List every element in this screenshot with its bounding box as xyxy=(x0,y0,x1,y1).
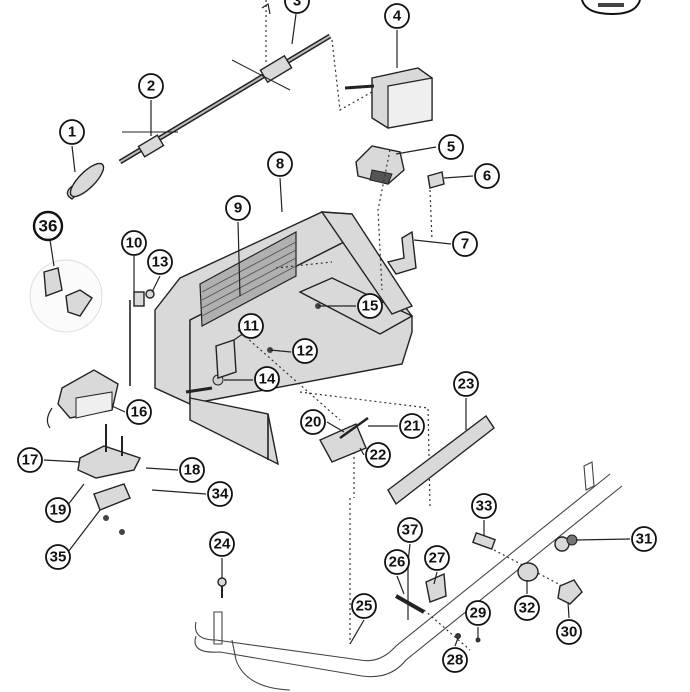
svg-text:27: 27 xyxy=(429,550,446,567)
svg-text:7: 7 xyxy=(461,236,469,253)
callout-23: 23 xyxy=(453,371,479,397)
part-2-3-control-shaft xyxy=(118,0,332,165)
callout-13: 13 xyxy=(147,249,173,275)
part-1-knob xyxy=(66,162,105,200)
svg-text:5: 5 xyxy=(447,139,455,156)
svg-text:35: 35 xyxy=(50,549,67,566)
svg-text:10: 10 xyxy=(126,235,143,252)
svg-text:6: 6 xyxy=(483,168,491,185)
svg-text:29: 29 xyxy=(470,605,487,622)
callout-27: 27 xyxy=(424,545,450,571)
callout-25: 25 xyxy=(351,593,377,619)
callout-32: 32 xyxy=(514,595,540,621)
svg-text:12: 12 xyxy=(297,343,314,360)
svg-text:20: 20 xyxy=(305,414,322,431)
part-35-lower-bracket xyxy=(93,483,131,535)
brand-logo xyxy=(581,0,641,16)
svg-text:28: 28 xyxy=(447,652,464,669)
callout-30: 30 xyxy=(556,619,582,645)
callout-15: 15 xyxy=(357,293,383,319)
svg-text:19: 19 xyxy=(50,502,67,519)
svg-text:2: 2 xyxy=(147,78,155,95)
callout-6: 6 xyxy=(474,163,500,189)
svg-text:9: 9 xyxy=(234,200,242,217)
part-31-orifice xyxy=(554,534,578,552)
svg-text:32: 32 xyxy=(519,600,536,617)
part-16-module xyxy=(46,369,119,429)
part-28-29-fittings xyxy=(455,633,481,643)
svg-text:36: 36 xyxy=(39,217,58,236)
svg-text:8: 8 xyxy=(276,156,284,173)
svg-text:24: 24 xyxy=(214,536,231,553)
svg-text:15: 15 xyxy=(362,298,379,315)
part-4-valve-box xyxy=(331,39,433,129)
callout-14: 14 xyxy=(254,366,280,392)
svg-text:11: 11 xyxy=(243,318,259,335)
callout-24: 24 xyxy=(209,531,235,557)
part-6-clip xyxy=(427,171,445,189)
callout-21: 21 xyxy=(399,413,425,439)
callout-8: 8 xyxy=(267,151,293,177)
svg-text:23: 23 xyxy=(458,376,475,393)
svg-text:21: 21 xyxy=(404,418,421,435)
callout-18: 18 xyxy=(179,457,205,483)
svg-text:33: 33 xyxy=(476,498,493,515)
callout-33: 33 xyxy=(471,493,497,519)
leader-lines xyxy=(43,13,631,647)
callout-28: 28 xyxy=(442,647,468,673)
part-36-inset xyxy=(29,259,103,333)
svg-text:3: 3 xyxy=(293,0,301,10)
callout-26: 26 xyxy=(384,549,410,575)
callout-31: 31 xyxy=(631,526,657,552)
callout-37: 37 xyxy=(397,517,423,543)
callout-11: 11 xyxy=(238,313,264,339)
svg-text:30: 30 xyxy=(561,624,578,641)
callout-35: 35 xyxy=(45,544,71,570)
svg-text:26: 26 xyxy=(389,554,406,571)
callout-19: 19 xyxy=(45,497,71,523)
svg-text:1: 1 xyxy=(68,124,76,141)
svg-text:25: 25 xyxy=(356,598,373,615)
part-32-cap xyxy=(517,562,539,582)
svg-text:16: 16 xyxy=(131,404,148,421)
callout-12: 12 xyxy=(292,338,318,364)
svg-text:34: 34 xyxy=(212,486,229,503)
callout-29: 29 xyxy=(465,600,491,626)
callout-9: 9 xyxy=(225,195,251,221)
main-control-panel xyxy=(129,211,414,466)
callout-17: 17 xyxy=(17,447,43,473)
part-22-spark-module xyxy=(319,416,369,463)
callout-20: 20 xyxy=(300,409,326,435)
part-10-13-igniter xyxy=(133,289,155,307)
part-26-37-valve-assembly xyxy=(395,549,571,651)
callout-4: 4 xyxy=(384,3,410,29)
part-24-screw xyxy=(217,577,227,598)
part-33-fitting xyxy=(471,531,497,551)
part-23-rail xyxy=(387,414,495,506)
part-7-angle-bracket xyxy=(386,230,417,275)
svg-text:18: 18 xyxy=(184,462,201,479)
svg-text:37: 37 xyxy=(402,522,419,539)
part-5-bracket xyxy=(355,145,405,185)
callout-34: 34 xyxy=(207,481,233,507)
svg-text:17: 17 xyxy=(22,452,39,469)
part-30-knob xyxy=(557,579,583,605)
svg-text:14: 14 xyxy=(259,371,276,388)
callout-36: 36 xyxy=(32,210,64,242)
callout-22: 22 xyxy=(365,442,391,468)
svg-text:13: 13 xyxy=(152,254,169,271)
callout-3: 3 xyxy=(284,0,310,14)
callout-1: 1 xyxy=(59,119,85,145)
callout-7: 7 xyxy=(452,231,478,257)
svg-text:22: 22 xyxy=(370,447,387,464)
part-17-bracket-plate xyxy=(77,424,141,479)
lower-frame-tube xyxy=(194,461,623,691)
callout-16: 16 xyxy=(126,399,152,425)
callout-10: 10 xyxy=(121,230,147,256)
svg-text:4: 4 xyxy=(393,8,402,25)
callout-5: 5 xyxy=(438,134,464,160)
callout-2: 2 xyxy=(138,73,164,99)
svg-text:31: 31 xyxy=(636,531,653,548)
